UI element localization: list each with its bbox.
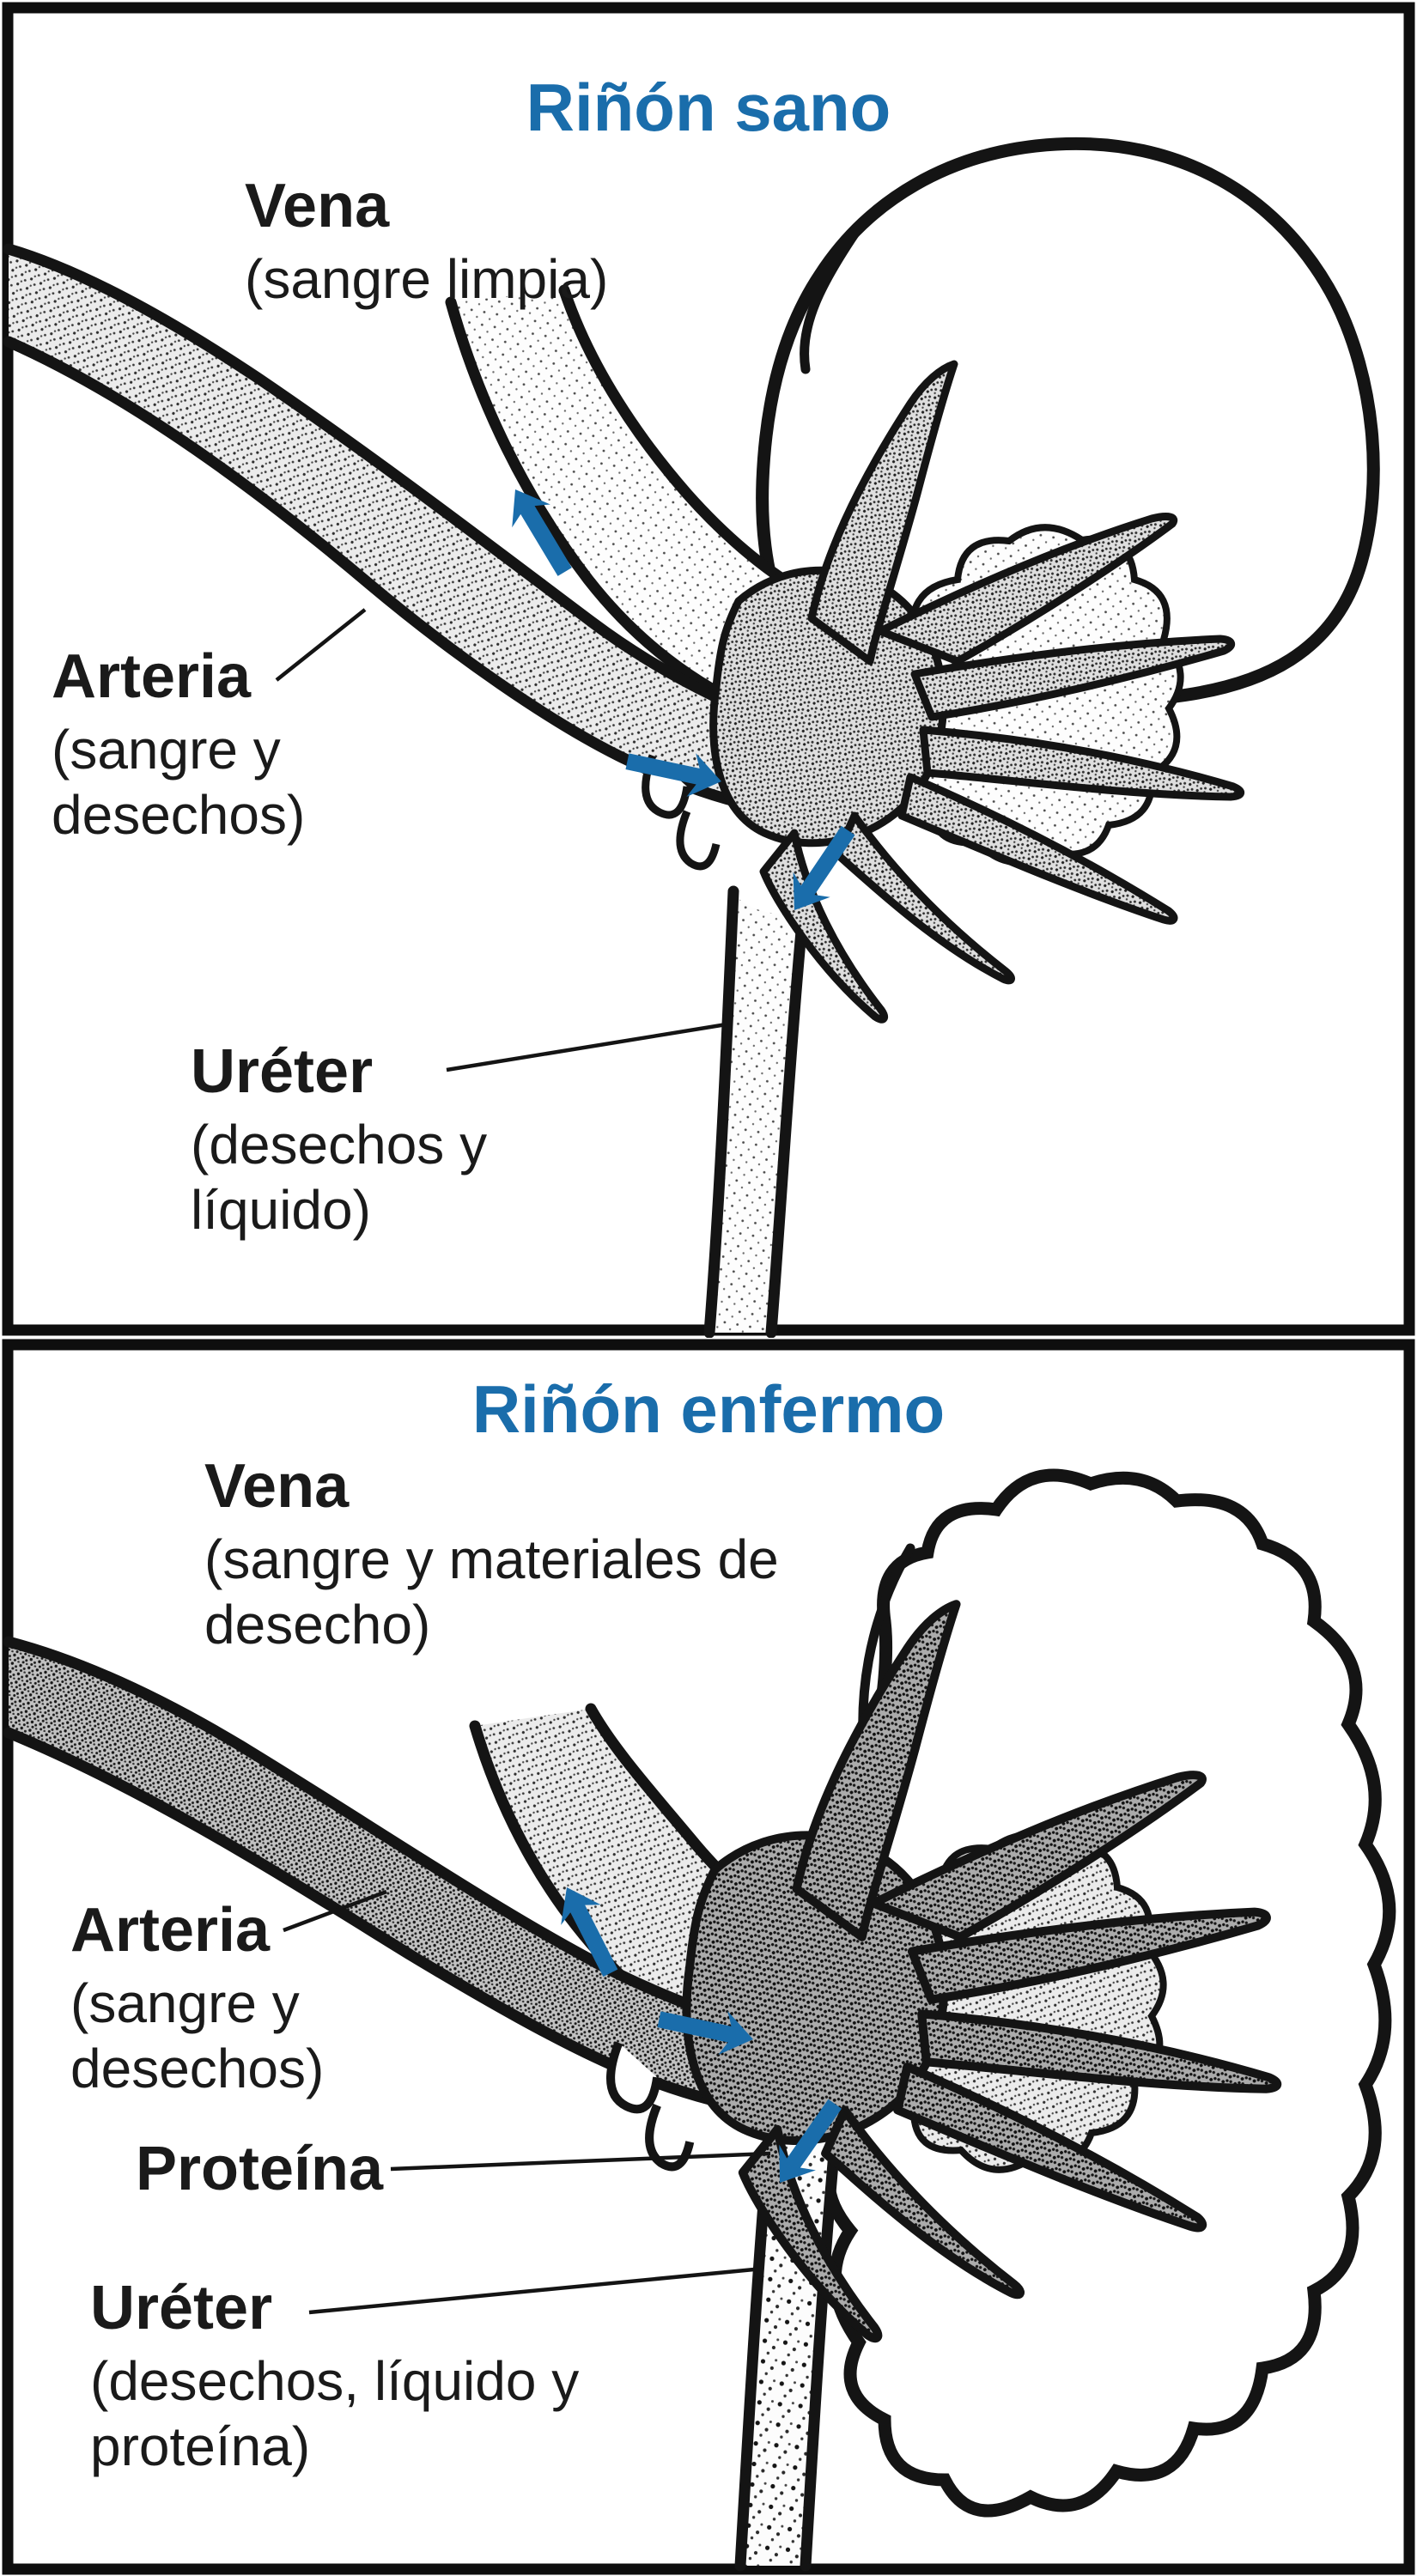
ureter-label-diseased: Uréter (desechos, líquido y proteína): [90, 2274, 605, 2480]
ureter-label-healthy: Uréter (desechos y líquido): [191, 1037, 594, 1243]
ureter-leader-line: [308, 2267, 755, 2315]
artery-bottom-edge: [3, 1727, 779, 2118]
artery-top-edge: [3, 243, 809, 740]
arteria-label-healthy: Arteria (sangre y desechos): [52, 642, 361, 848]
ureter-left-edge: [703, 885, 739, 1338]
panel-border-diseased: [2, 1339, 1415, 2575]
vena-label-healthy: Vena (sangre limpia): [245, 172, 777, 312]
vein-left-edge: [445, 296, 762, 717]
arteria-detail: (sangre y desechos): [70, 1971, 325, 2100]
arteria-name: Arteria: [70, 1896, 271, 1965]
ureter-right-edge: [765, 897, 810, 1338]
healthy-kidney-illustration: [2, 2, 1415, 1338]
arteria-leader-line: [275, 608, 367, 682]
ureter-right-edge: [800, 2129, 842, 2572]
panel-title-diseased: Riñón enfermo: [471, 1371, 946, 1447]
vena-label-diseased: Vena (sangre y materiales de desecho): [204, 1452, 806, 1658]
arteria-name: Arteria: [52, 642, 252, 711]
artery-vessel: [9, 1642, 797, 2112]
panel-title-healthy: Riñón sano: [526, 70, 891, 145]
artery-top-edge: [3, 1636, 805, 2050]
vena-name: Vena: [245, 172, 390, 240]
proteina-name: Proteína: [136, 2135, 384, 2203]
artery-vessel: [9, 249, 799, 809]
ureter-name: Uréter: [90, 2274, 273, 2342]
ureter-detail: (desechos, líquido y proteína): [90, 2349, 580, 2478]
arteria-label-diseased: Arteria (sangre y desechos): [70, 1896, 380, 2102]
vena-detail: (sangre y materiales de desecho): [204, 1528, 779, 1656]
diseased-kidney-illustration: [2, 1339, 1415, 2575]
proteina-leader-line: [390, 2151, 771, 2172]
ureter-detail: (desechos y líquido): [191, 1113, 488, 1242]
proteina-label: Proteína: [136, 2135, 496, 2204]
arteria-detail: (sangre y desechos): [52, 718, 306, 847]
vena-name: Vena: [204, 1452, 350, 1521]
vena-detail: (sangre limpia): [245, 247, 609, 310]
ureter-name: Uréter: [191, 1037, 374, 1106]
arteria-leader-line: [283, 1889, 387, 1933]
ureter-leader-line: [446, 1021, 733, 1072]
hilum-inner-edge: [800, 216, 868, 374]
